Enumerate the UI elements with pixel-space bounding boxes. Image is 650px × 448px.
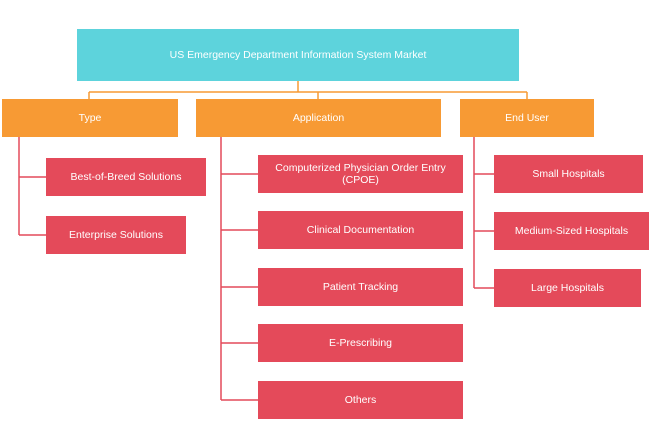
application-connectors: [220, 137, 258, 401]
leaf-label: Medium-Sized Hospitals: [514, 225, 629, 237]
leaf-enterprise-solutions: Enterprise Solutions: [46, 216, 186, 254]
leaf-label: Small Hospitals: [532, 168, 605, 180]
leaf-best-of-breed-solutions: Best-of-Breed Solutions: [46, 158, 206, 196]
root-connectors: [88, 81, 528, 99]
leaf-e-prescribing: E-Prescribing: [258, 324, 463, 362]
root-node: US Emergency Department Information Syst…: [77, 29, 519, 81]
end-user-connectors: [473, 137, 494, 289]
leaf-label: Best-of-Breed Solutions: [70, 171, 182, 183]
leaf-patient-tracking: Patient Tracking: [258, 268, 463, 306]
leaf-cpoe: Computerized Physician Order Entry (CPOE…: [258, 155, 463, 193]
leaf-large-hospitals: Large Hospitals: [494, 269, 641, 307]
category-end-user: End User: [460, 99, 594, 137]
leaf-label: E-Prescribing: [328, 337, 393, 349]
leaf-label: Clinical Documentation: [306, 224, 415, 236]
leaf-small-hospitals: Small Hospitals: [494, 155, 643, 193]
leaf-label: Others: [344, 394, 377, 406]
category-label: Application: [292, 112, 345, 124]
leaf-label: Patient Tracking: [322, 281, 399, 293]
leaf-label: Enterprise Solutions: [69, 229, 163, 241]
category-application: Application: [196, 99, 441, 137]
category-label: Type: [78, 112, 102, 124]
leaf-medium-sized-hospitals: Medium-Sized Hospitals: [494, 212, 649, 250]
category-type: Type: [2, 99, 178, 137]
leaf-label: Computerized Physician Order Entry (CPOE…: [275, 162, 446, 186]
category-label: End User: [505, 112, 549, 124]
leaf-others: Others: [258, 381, 463, 419]
leaf-label: Large Hospitals: [531, 282, 604, 294]
type-connectors: [18, 137, 46, 236]
leaf-clinical-documentation: Clinical Documentation: [258, 211, 463, 249]
root-label: US Emergency Department Information Syst…: [169, 49, 427, 61]
